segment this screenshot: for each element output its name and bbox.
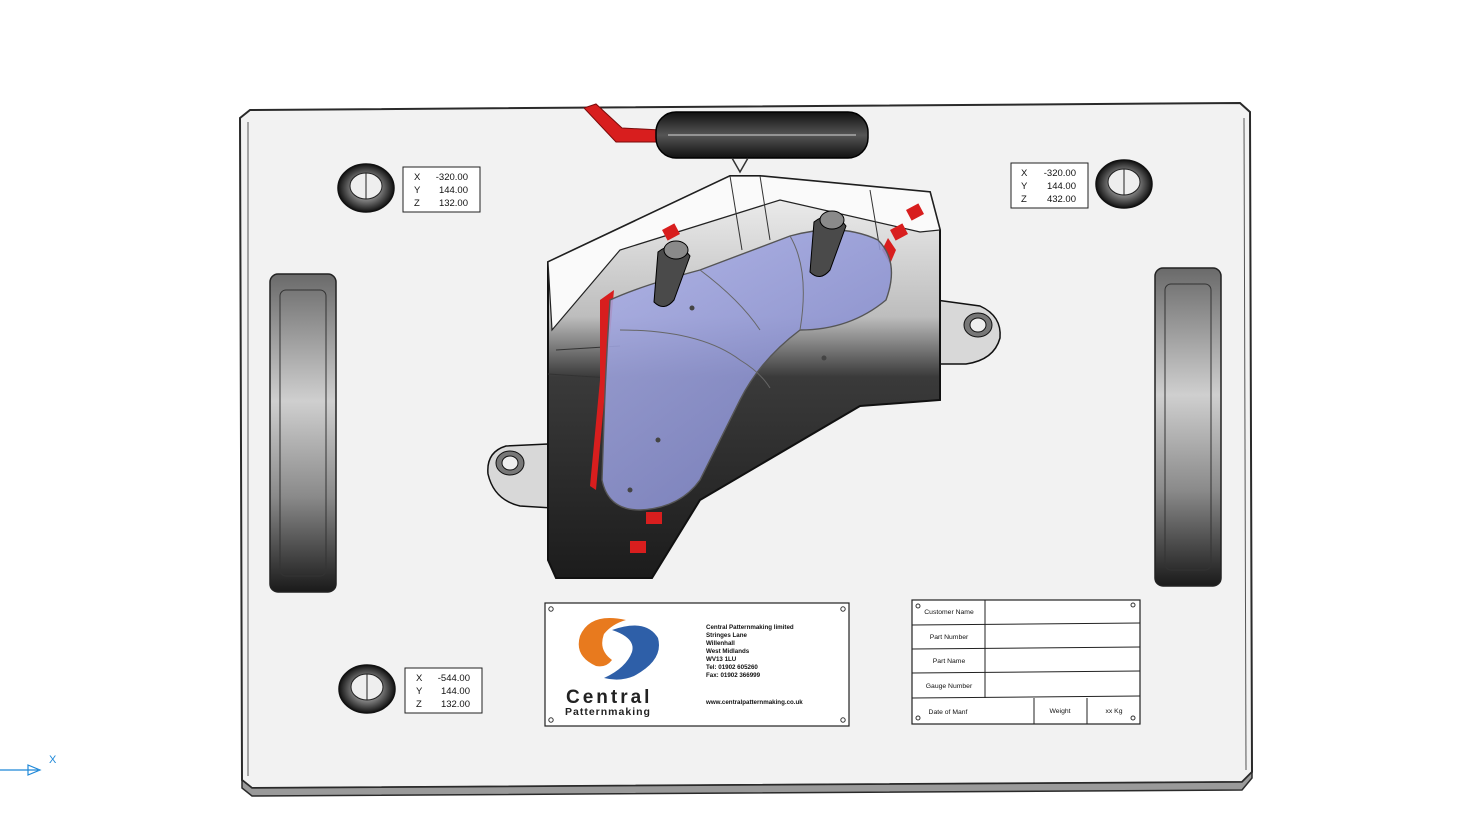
handle-left	[269, 273, 337, 593]
axis-x-label: X	[49, 754, 57, 766]
svg-text:Z: Z	[414, 198, 420, 209]
clamp-handle	[583, 103, 869, 174]
coord-box-bottom-left: X -544.00 Y 144.00 Z 132.00	[404, 667, 483, 714]
svg-text:432.00: 432.00	[1047, 194, 1076, 205]
central-logo	[578, 618, 659, 680]
info-form: Customer Name Part Number Part Name Gaug…	[911, 599, 1141, 725]
svg-text:Fax: 01902 366999: Fax: 01902 366999	[706, 672, 761, 679]
part-number-label: Part Number	[930, 634, 969, 641]
date-of-manf-label: Date of Manf	[929, 709, 968, 716]
part-name-label: Part Name	[933, 658, 966, 665]
svg-text:Tel: 01902 605260: Tel: 01902 605260	[706, 664, 758, 671]
gauge-number-label: Gauge Number	[926, 683, 973, 690]
svg-text:Y: Y	[414, 185, 421, 196]
brand-line1: Central	[566, 687, 652, 708]
svg-text:144.00: 144.00	[1047, 181, 1076, 192]
bush-top-right	[1095, 159, 1153, 209]
svg-text:Y: Y	[416, 686, 423, 697]
bush-top-left	[337, 163, 395, 213]
svg-text:WV13 1LU: WV13 1LU	[706, 656, 737, 663]
svg-text:X: X	[1021, 168, 1028, 179]
svg-text:X: X	[416, 673, 423, 684]
brand-line2: Patternmaking	[565, 706, 651, 718]
svg-text:-320.00: -320.00	[1044, 168, 1076, 179]
bush-bottom-left	[338, 664, 396, 714]
customer-name-label: Customer Name	[924, 609, 974, 616]
svg-text:Willenhall: Willenhall	[706, 640, 735, 647]
coord-box-top-left: X -320.00 Y 144.00 Z 132.00	[402, 166, 481, 213]
svg-text:West Midlands: West Midlands	[706, 648, 750, 655]
datum-tags	[630, 203, 924, 553]
svg-text:Central Patternmaking limited: Central Patternmaking limited	[706, 624, 794, 631]
locating-pin-left	[653, 240, 691, 307]
kg-label: xx Kg	[1106, 708, 1123, 715]
svg-text:-544.00: -544.00	[438, 673, 470, 684]
svg-text:Stringes Lane: Stringes Lane	[706, 632, 747, 639]
svg-text:X: X	[414, 172, 421, 183]
svg-text:Z: Z	[416, 699, 422, 710]
weight-label: Weight	[1049, 708, 1070, 715]
svg-text:Z: Z	[1021, 194, 1027, 205]
nameplate: Central Patternmaking Central Patternmak…	[544, 602, 850, 727]
svg-text:144.00: 144.00	[439, 185, 468, 196]
svg-text:-320.00: -320.00	[436, 172, 468, 183]
svg-text:132.00: 132.00	[441, 699, 470, 710]
axis-indicator: X	[0, 754, 57, 776]
locating-pin-right	[809, 210, 847, 277]
handle-right	[1154, 267, 1222, 587]
svg-text:132.00: 132.00	[439, 198, 468, 209]
coord-box-top-right: X -320.00 Y 144.00 Z 432.00	[1010, 162, 1089, 209]
svg-text:144.00: 144.00	[441, 686, 470, 697]
svg-text:Y: Y	[1021, 181, 1028, 192]
svg-text:www.centralpatternmaking.co.uk: www.centralpatternmaking.co.uk	[705, 699, 803, 706]
